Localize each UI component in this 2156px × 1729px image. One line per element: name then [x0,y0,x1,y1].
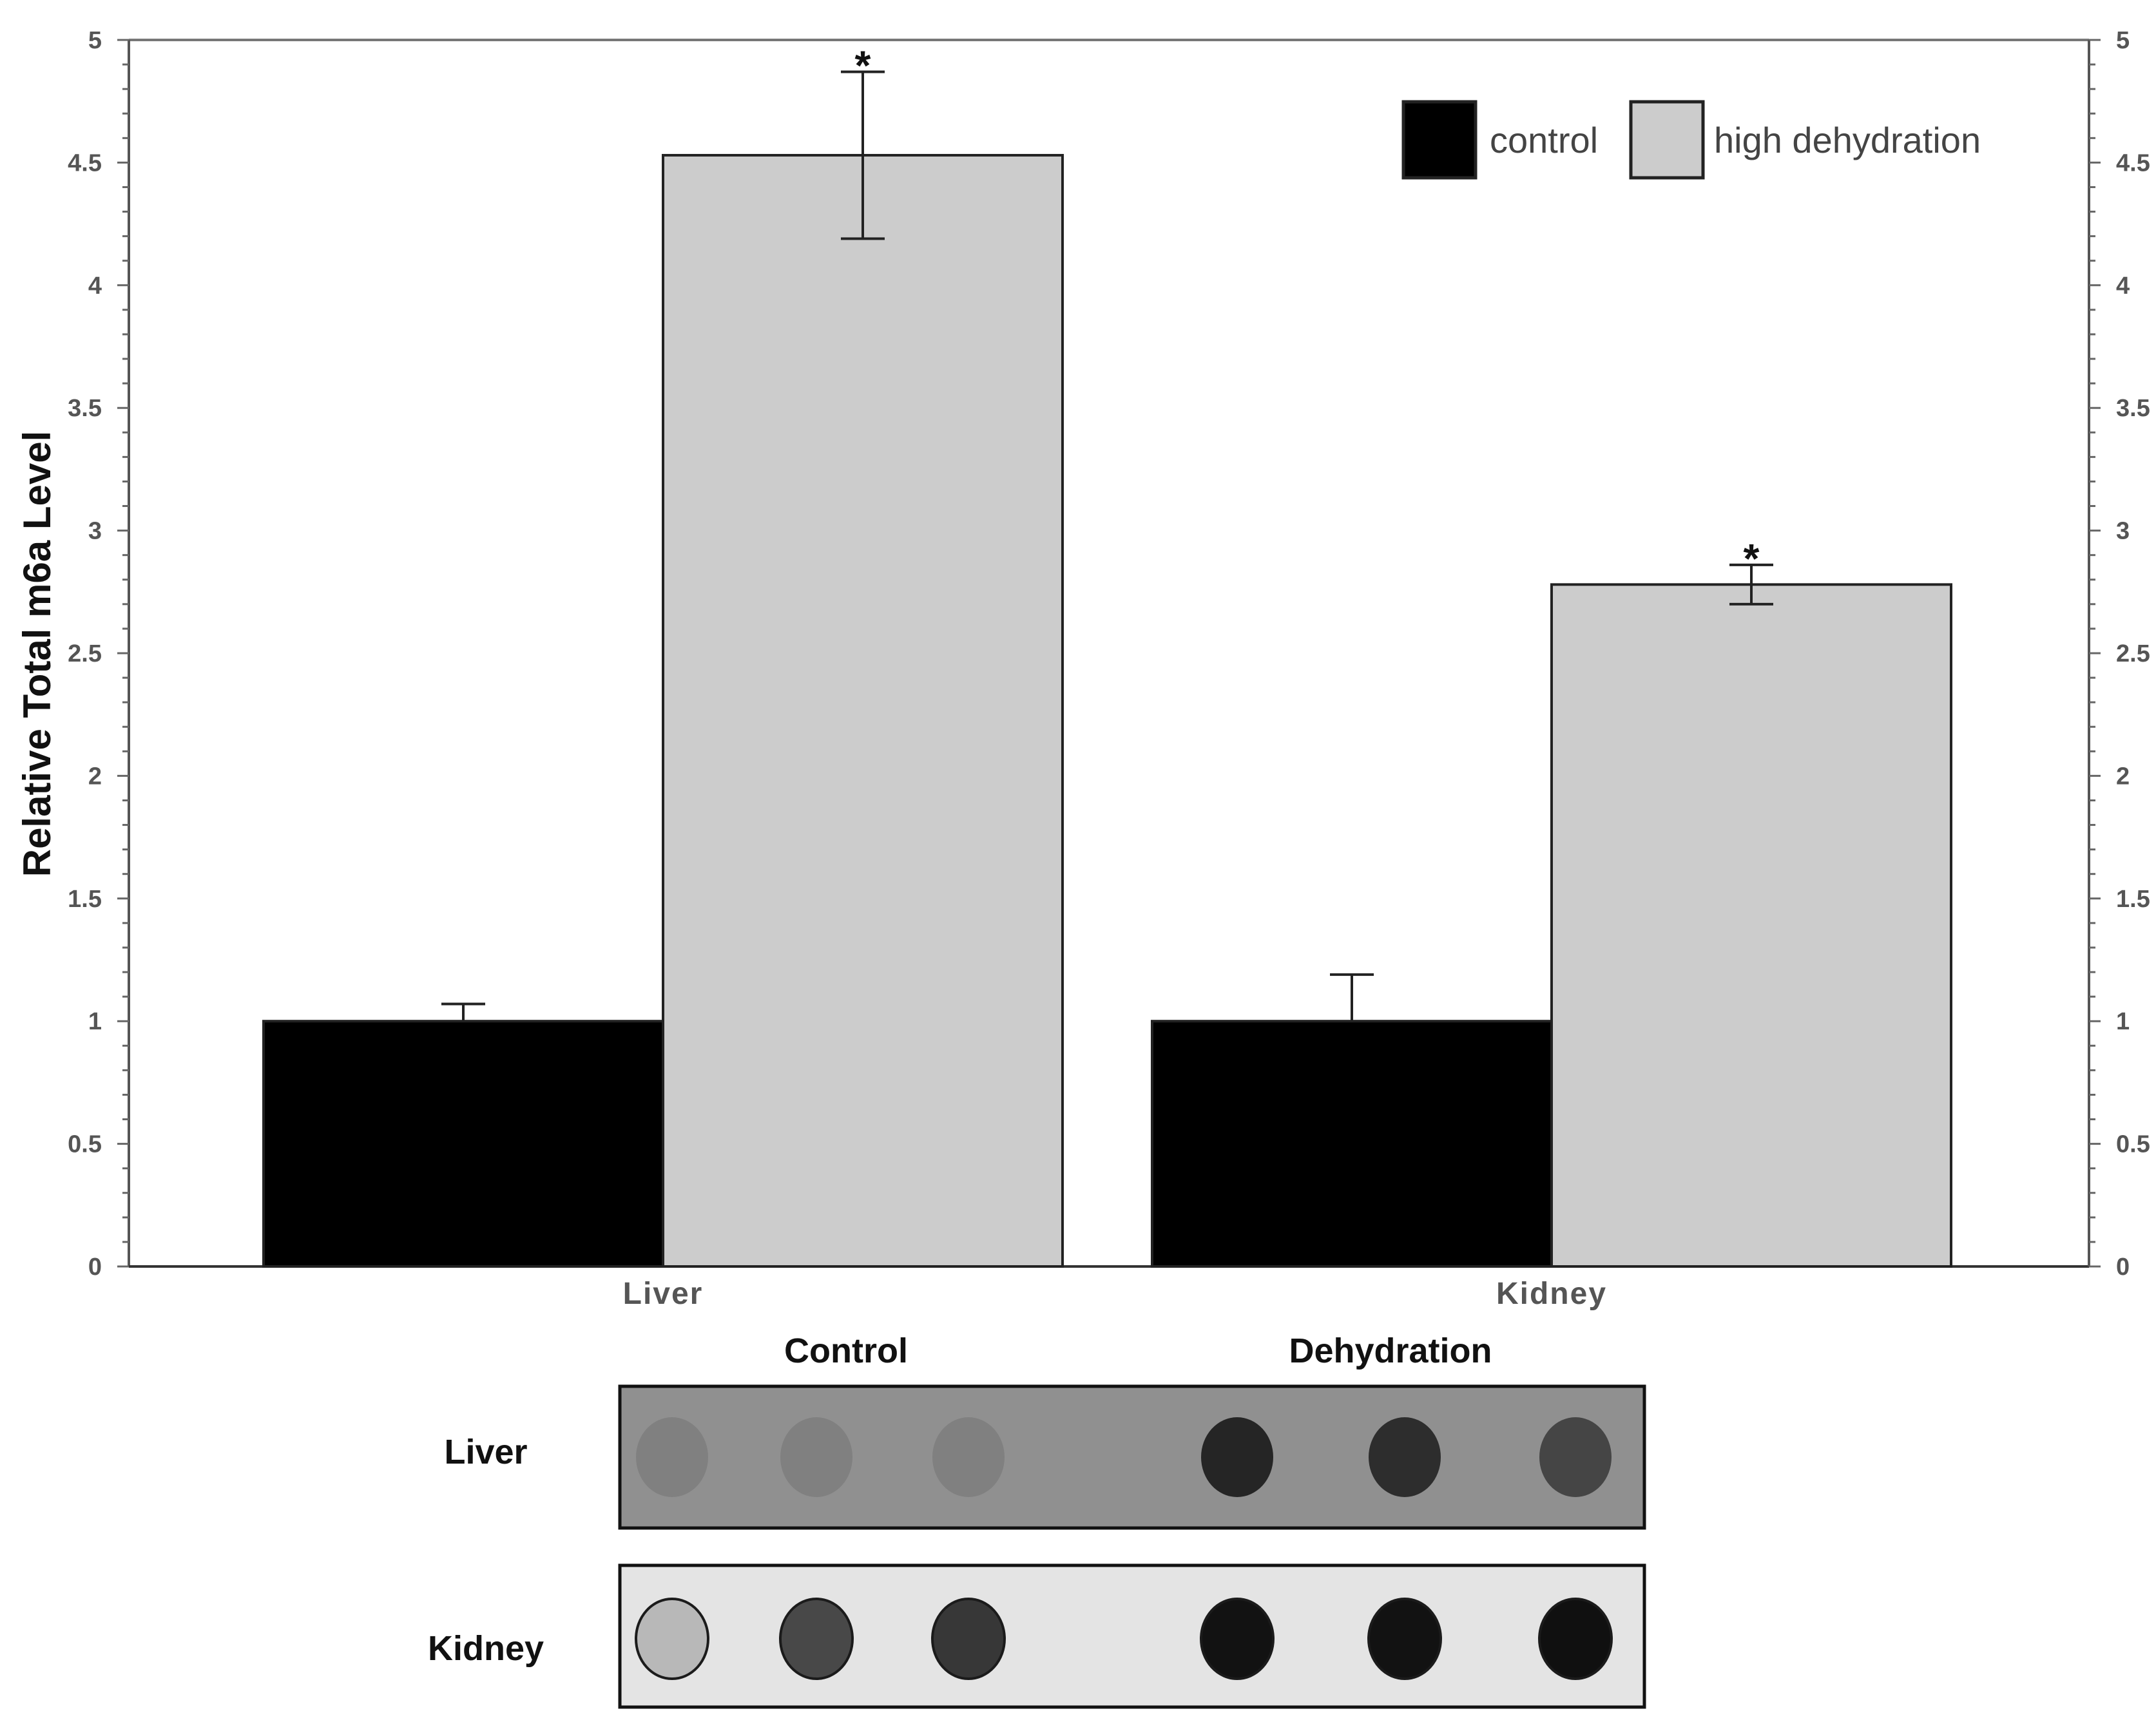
blot-dot-liver-5 [1369,1417,1441,1497]
y-axis-label: Relative Total m6a Level [15,431,59,877]
bar-kidney-control [1151,1020,1553,1268]
blot-dot-liver-6 [1539,1417,1612,1497]
blot-header-dehydration: Dehydration [1289,1332,1492,1370]
bar-kidney-dehydration [1550,583,1952,1268]
legend-label-high-dehydration: high dehydration [1714,120,1981,160]
y-tick-label-left: 0 [88,1254,102,1281]
blot-strip-liver [618,1384,1646,1530]
y-tick-label-left: 3.5 [68,395,102,422]
legend-label-control: control [1490,120,1598,160]
y-tick-label-right: 4 [2116,272,2130,300]
blot-dot-kidney-1 [635,1598,709,1680]
bar-liver-control [262,1020,664,1268]
y-tick-label-right: 3 [2116,518,2130,545]
y-tick-label-right: 4.5 [2116,149,2150,177]
error-bar-kidney-control [1330,973,1374,1022]
y-tick-label-right: 2 [2116,763,2130,790]
y-tick-label-right: 1.5 [2116,886,2150,913]
blot-dot-kidney-6 [1538,1598,1613,1680]
y-tick-label-left: 1 [88,1008,102,1035]
legend-swatch-control [1401,100,1477,180]
error-bar-liver-control [441,1002,485,1022]
bar-marks [262,153,1952,1268]
y-tick-label-right: 3.5 [2116,395,2150,422]
y-tick-label-right: 1 [2116,1008,2130,1035]
y-tick-label-right: 0 [2116,1254,2130,1281]
bar-liver-dehydration [662,153,1064,1268]
blot-row-label-kidney: Kidney [428,1629,544,1668]
blot-dot-kidney-5 [1367,1598,1442,1680]
significance-asterisk: * [855,43,871,89]
x-axis-categories: Liver Kidney [623,1277,1607,1311]
y-tick-label-right: 2.5 [2116,640,2150,667]
error-bar-liver-dehydration [841,70,885,240]
blot-dot-kidney-3 [931,1598,1006,1680]
bar-chart: 0 0.5 1 1.5 2 2.5 3 3.5 4 4.5 5 0 0.5 1 1.5 2 2.5 3 3.5 4 4… [15,27,2150,1311]
y-tick-label-left: 2.5 [68,640,102,667]
error-bars: ** [441,43,1773,1022]
y-tick-label-right: 5 [2116,27,2130,54]
right-y-axis: 0 0.5 1 1.5 2 2.5 3 3.5 4 4.5 5 [2088,27,2150,1281]
dot-blot-panel: Control Dehydration Liver Kidney [428,1332,1646,1709]
legend: control high dehydration [1401,100,1981,180]
y-tick-label-left: 5 [88,27,102,54]
blot-dot-liver-2 [780,1417,852,1497]
blot-header-control: Control [784,1332,908,1370]
y-tick-label-left: 0.5 [68,1131,102,1158]
error-bar-kidney-dehydration [1729,563,1773,606]
y-tick-label-left: 3 [88,518,102,545]
y-tick-label-right: 0.5 [2116,1131,2150,1158]
blot-dot-liver-3 [932,1417,1005,1497]
x-category-label-liver: Liver [623,1277,704,1311]
blot-strip-kidney [618,1563,1646,1709]
blot-dot-liver-1 [636,1417,708,1497]
x-category-label-kidney: Kidney [1496,1277,1607,1311]
y-tick-label-left: 4.5 [68,149,102,177]
blot-dots [635,1417,1613,1680]
blot-row-label-liver: Liver [444,1433,527,1471]
blot-dot-liver-4 [1201,1417,1273,1497]
blot-dot-kidney-4 [1200,1598,1275,1680]
y-tick-label-left: 2 [88,763,102,790]
y-tick-label-left: 4 [88,272,102,300]
y-tick-label-left: 1.5 [68,886,102,913]
blot-dot-kidney-2 [779,1598,854,1680]
significance-asterisk: * [1744,535,1760,582]
legend-swatch-high-dehydration [1629,100,1705,180]
